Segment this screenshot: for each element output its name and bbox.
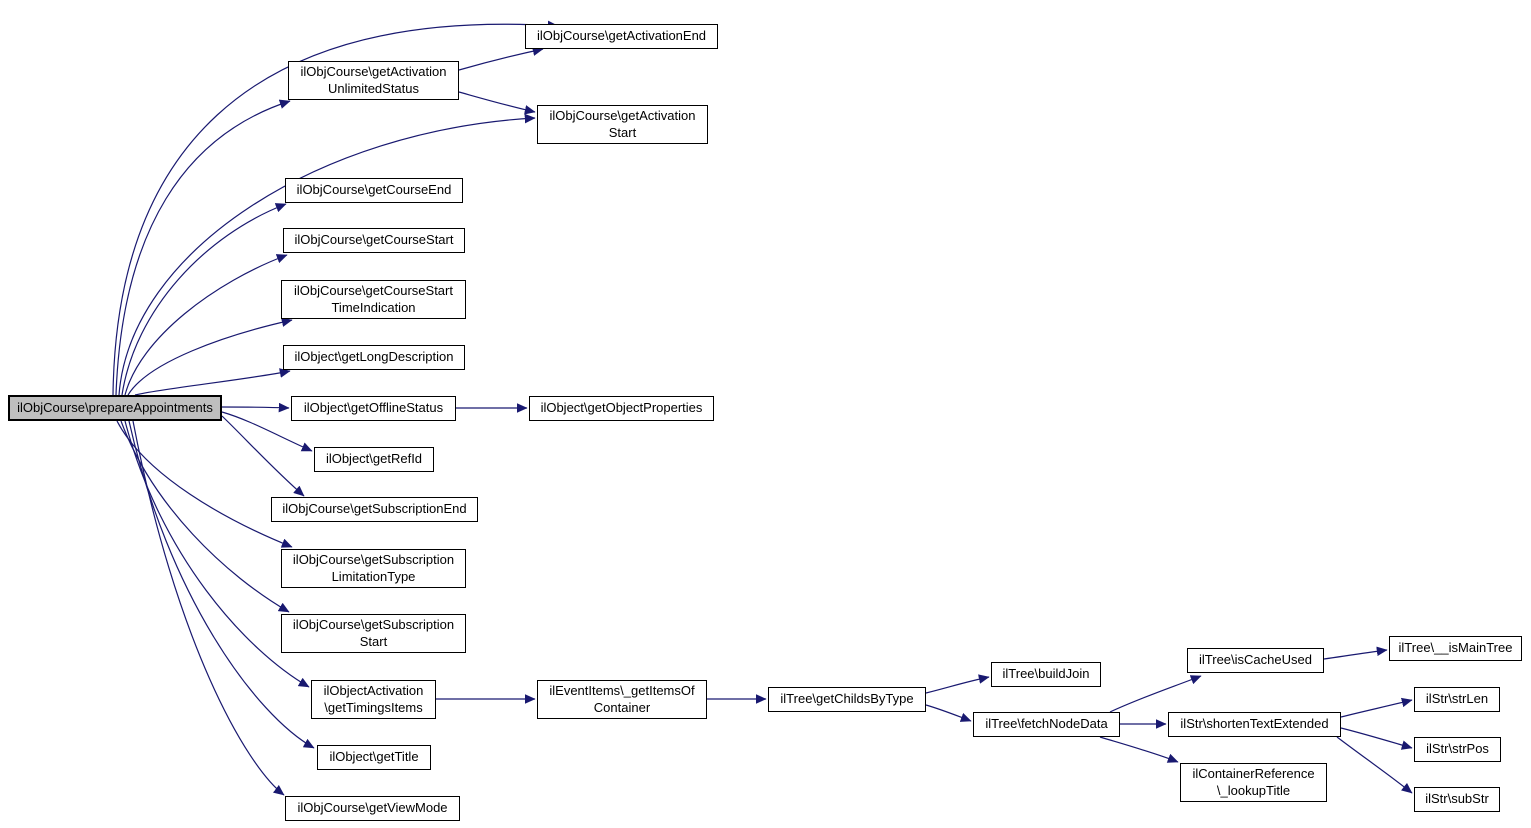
node-get-view-mode[interactable]: ilObjCourse\getViewMode — [285, 796, 460, 821]
node-sub-str[interactable]: ilStr\subStr — [1414, 787, 1500, 812]
edge-prepare-appointments-to-get-course-end — [121, 203, 287, 396]
node-fetch-node-data[interactable]: ilTree\fetchNodeData — [973, 712, 1120, 737]
node-get-activation-start[interactable]: ilObjCourse\getActivation Start — [537, 105, 708, 144]
edge-get-activation-unlimited-status-to-get-activation-end — [458, 46, 544, 71]
node-shorten-text-extended[interactable]: ilStr\shortenTextExtended — [1168, 712, 1341, 737]
edge-prepare-appointments-to-get-subscription-limitation-type — [116, 420, 293, 548]
edge-shorten-text-extended-to-str-pos — [1340, 727, 1413, 750]
node-get-subscription-start[interactable]: ilObjCourse\getSubscription Start — [281, 614, 466, 653]
node-prepare-appointments[interactable]: ilObjCourse\prepareAppointments — [8, 395, 222, 421]
node-get-object-properties[interactable]: ilObject\getObjectProperties — [529, 396, 714, 421]
edge-prepare-appointments-to-get-ref-id — [221, 411, 313, 452]
edge-prepare-appointments-to-get-view-mode — [132, 420, 285, 796]
node-get-course-start[interactable]: ilObjCourse\getCourseStart — [283, 228, 465, 253]
node-get-items-of-container[interactable]: ilEventItems\_getItemsOf Container — [537, 680, 707, 719]
edge-shorten-text-extended-to-sub-str — [1336, 736, 1413, 794]
edge-shorten-text-extended-to-str-len — [1340, 697, 1413, 718]
edge-prepare-appointments-to-get-activation-start — [118, 113, 536, 396]
node-get-course-end[interactable]: ilObjCourse\getCourseEnd — [285, 178, 463, 203]
edge-prepare-appointments-to-get-long-description — [134, 368, 291, 396]
edges-group — [112, 20, 1413, 796]
edge-get-activation-unlimited-status-to-get-activation-start — [458, 91, 536, 115]
node-get-long-description[interactable]: ilObject\getLongDescription — [283, 345, 465, 370]
node-lookup-title[interactable]: ilContainerReference \_lookupTitle — [1180, 763, 1327, 802]
node-is-cache-used[interactable]: ilTree\isCacheUsed — [1187, 648, 1324, 673]
node-get-timings-items[interactable]: ilObjectActivation \getTimingsItems — [311, 680, 436, 719]
node-get-offline-status[interactable]: ilObject\getOfflineStatus — [291, 396, 456, 421]
node-str-pos[interactable]: ilStr\strPos — [1414, 737, 1501, 762]
node-get-activation-end[interactable]: ilObjCourse\getActivationEnd — [525, 24, 718, 49]
node-get-course-start-time-indication[interactable]: ilObjCourse\getCourseStart TimeIndicatio… — [281, 280, 466, 319]
edge-is-cache-used-to-is-main-tree — [1323, 646, 1388, 660]
node-get-activation-unlimited-status[interactable]: ilObjCourse\getActivation UnlimitedStatu… — [288, 61, 459, 100]
node-get-subscription-end[interactable]: ilObjCourse\getSubscriptionEnd — [271, 497, 478, 522]
edge-prepare-appointments-to-get-activation-end — [112, 20, 559, 396]
node-get-ref-id[interactable]: ilObject\getRefId — [314, 447, 434, 472]
edge-fetch-node-data-to-is-cache-used — [1109, 675, 1202, 713]
edge-fetch-node-data-to-lookup-title — [1099, 736, 1179, 763]
edge-prepare-appointments-to-get-subscription-end — [221, 415, 305, 497]
edge-get-childs-by-type-to-fetch-node-data — [925, 704, 972, 722]
node-is-main-tree[interactable]: ilTree\__isMainTree — [1389, 636, 1522, 661]
node-get-childs-by-type[interactable]: ilTree\getChildsByType — [768, 687, 926, 712]
edge-prepare-appointments-to-get-course-start — [124, 254, 288, 396]
node-get-subscription-limitation-type[interactable]: ilObjCourse\getSubscription LimitationTy… — [281, 549, 466, 588]
node-get-title[interactable]: ilObject\getTitle — [317, 745, 431, 770]
node-build-join[interactable]: ilTree\buildJoin — [991, 662, 1101, 687]
edge-get-childs-by-type-to-build-join — [925, 674, 990, 694]
node-str-len[interactable]: ilStr\strLen — [1414, 687, 1500, 712]
edge-prepare-appointments-to-get-timings-items — [124, 420, 310, 688]
edge-prepare-appointments-to-get-course-start-time-indication — [127, 317, 293, 396]
edge-prepare-appointments-to-get-subscription-start — [120, 420, 290, 613]
edge-prepare-appointments-to-get-activation-unlimited-status — [115, 99, 291, 396]
edge-prepare-appointments-to-get-offline-status — [221, 402, 290, 413]
